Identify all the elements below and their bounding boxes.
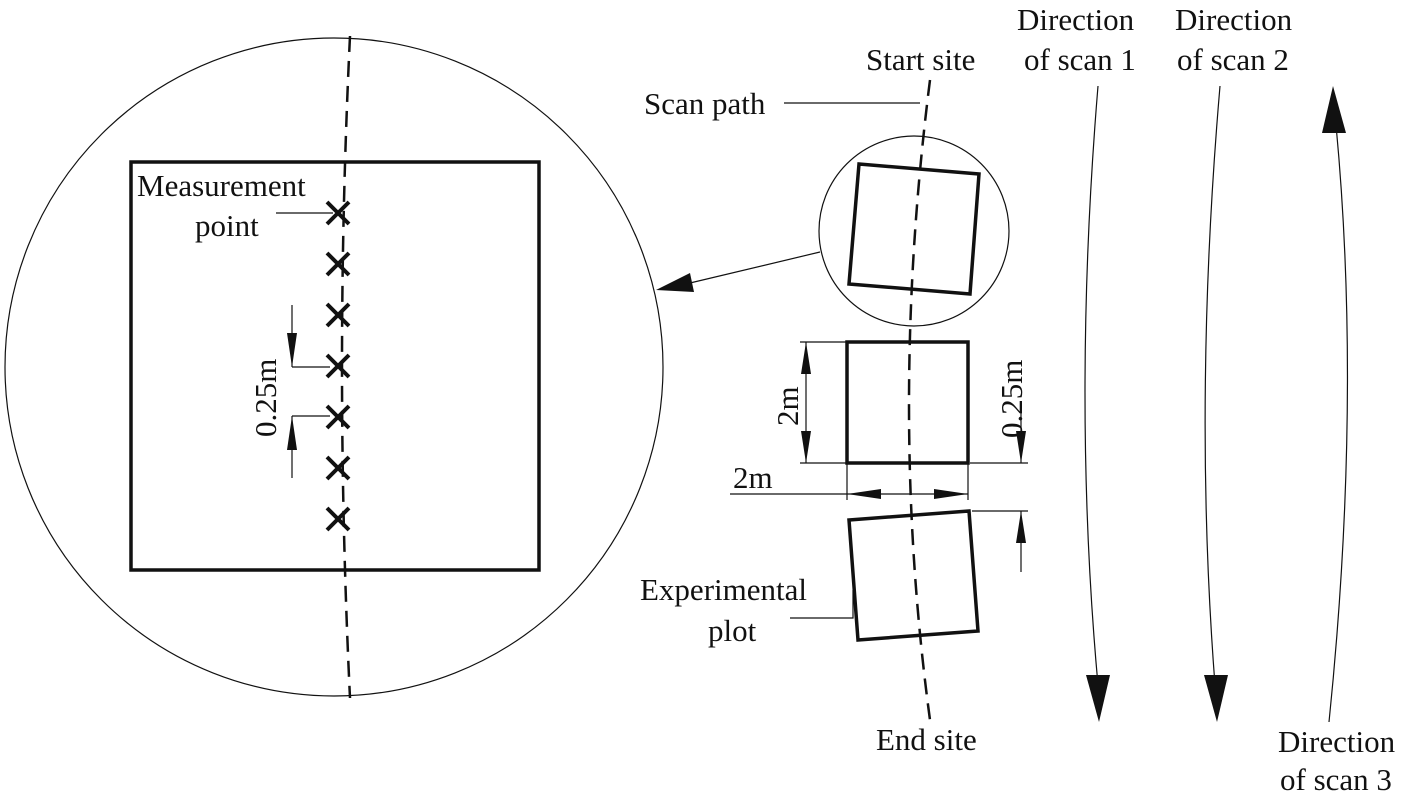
measurement-points: [325, 200, 351, 532]
magnifier-pointer: [656, 251, 821, 292]
plot-height-label: 2m: [770, 386, 805, 426]
scan-directions: Direction of scan 1 Direction of scan 2 …: [1017, 2, 1396, 797]
measurement-point-mark: [325, 404, 351, 430]
measurement-point-mark: [325, 302, 351, 328]
measurement-point-label-line2: point: [195, 208, 259, 243]
measurement-point-mark: [325, 200, 351, 226]
scan-1-arrowhead: [1086, 675, 1110, 722]
plot-width-dimension: [730, 464, 969, 500]
plot-height-dimension: [800, 341, 846, 464]
direction-scan-2-line1: Direction: [1175, 2, 1293, 37]
plot-gap-label: 0.25m: [994, 360, 1029, 438]
start-site-label: Start site: [866, 42, 975, 77]
detail-view: Measurement point 0.25m: [4, 35, 664, 699]
experimental-plot-leader: [790, 590, 854, 619]
detail-spacing-label: 0.25m: [248, 359, 283, 437]
scan-path-line: [907, 79, 932, 721]
direction-scan-1-line2: of scan 1: [1024, 42, 1136, 77]
scan-2-arrowhead: [1204, 675, 1228, 722]
scan-path-label: Scan path: [644, 86, 766, 121]
scan-3-arrow: [1328, 124, 1349, 723]
detail-magnifier-circle: [4, 37, 664, 697]
experimental-plot-label-line2: plot: [708, 613, 757, 648]
detail-scan-path: [340, 35, 352, 699]
scan-3-arrowhead: [1322, 86, 1346, 133]
plot-1: [847, 162, 981, 296]
experimental-plot-label-line1: Experimental: [640, 572, 807, 607]
plot-2: [845, 340, 970, 465]
end-site-label: End site: [876, 722, 977, 757]
plot-width-label: 2m: [733, 460, 773, 495]
plot-3: [847, 509, 980, 642]
plot-gap-dimension: [970, 412, 1028, 572]
measurement-point-mark: [325, 251, 351, 277]
plots-layout: 2m 2m 0.25m Start site Scan path Experim…: [640, 42, 1029, 757]
measurement-point-mark: [325, 506, 351, 532]
scan-1-arrow: [1084, 85, 1099, 686]
measurement-point-label-line1: Measurement: [137, 168, 306, 203]
detail-spacing-dimension: [287, 305, 330, 478]
measurement-point-mark: [325, 353, 351, 379]
scan-2-arrow: [1204, 85, 1221, 686]
direction-scan-3-line2: of scan 3: [1280, 762, 1392, 797]
small-magnifier-circle: [818, 135, 1010, 327]
detail-plot-square: [129, 160, 541, 572]
measurement-point-mark: [325, 455, 351, 481]
direction-scan-1-line1: Direction: [1017, 2, 1135, 37]
direction-scan-2-line2: of scan 2: [1177, 42, 1289, 77]
direction-scan-3-line1: Direction: [1278, 724, 1396, 759]
